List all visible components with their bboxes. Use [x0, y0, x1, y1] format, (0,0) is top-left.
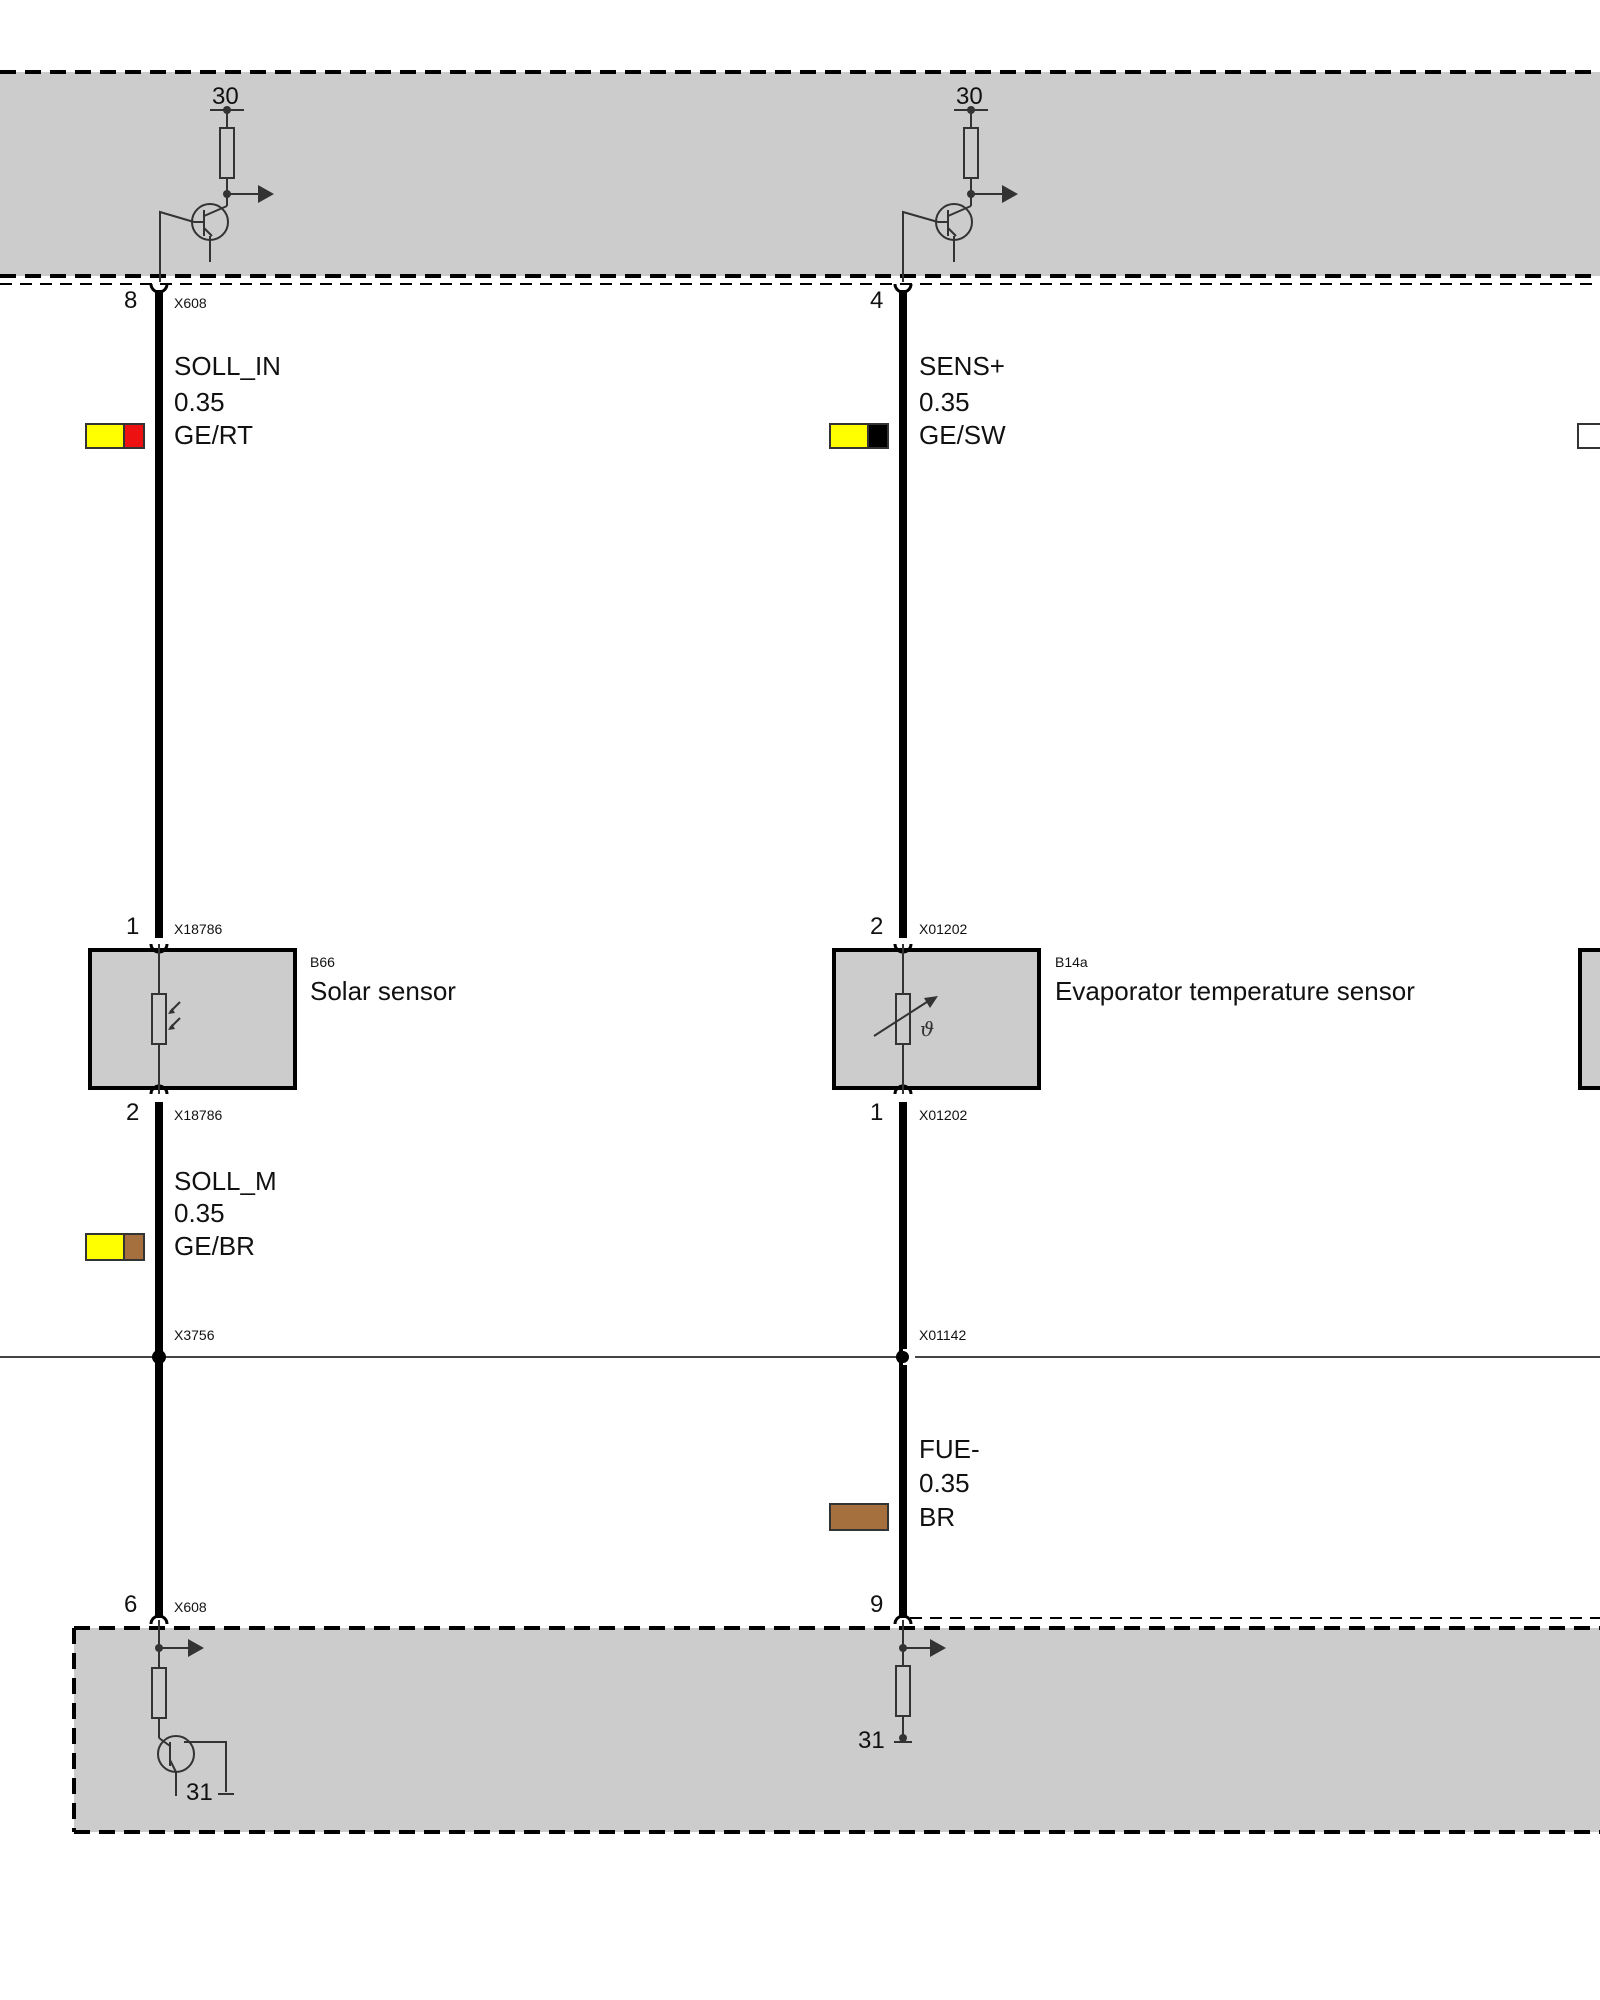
wire-color-swatch-primary	[829, 423, 871, 449]
signal-gauge: 0.35	[919, 387, 970, 417]
signal-gauge: 0.35	[174, 387, 225, 417]
signal2-gauge: 0.35	[174, 1198, 225, 1228]
evaporator-sensor-component: ϑ	[832, 943, 1041, 1095]
component-code: B66	[310, 954, 335, 970]
circuit-solar-sensor: 8 X608 SOLL_IN 0.35 GE/RT 1 X18786 B66 S…	[85, 283, 456, 1625]
pin-2: 2	[870, 913, 883, 940]
wire-color-swatch-brown	[829, 1503, 889, 1531]
pin-8: 8	[124, 287, 137, 314]
wire-color-swatch-stripe-2	[123, 1233, 145, 1261]
bottom-control-module: 31 31	[72, 1617, 1600, 1834]
transistor-driver-left: 30	[159, 83, 274, 282]
signal2-color-code: BR	[919, 1502, 955, 1532]
supply-terminal-right: 30	[956, 83, 983, 110]
ground-terminal-right: 31	[858, 1727, 885, 1754]
theta-symbol-icon: ϑ	[920, 1017, 934, 1041]
splice-x01142: X01142	[919, 1327, 966, 1343]
resistor-input-right: 31	[858, 1620, 946, 1754]
signal-color-code: GE/RT	[174, 420, 253, 450]
top-control-module: 30 30	[0, 70, 1600, 285]
component-code: B14a	[1055, 954, 1088, 970]
circuit-evaporator-sensor: 4 SENS+ 0.35 GE/SW 2 X01202 ϑ B14a Evapo…	[829, 283, 1415, 1625]
pin-1: 1	[870, 1099, 883, 1126]
component-name: Evaporator temperature sensor	[1055, 976, 1415, 1006]
supply-terminal-left: 30	[212, 83, 239, 110]
connector-x18786-top: X18786	[174, 921, 222, 937]
wire-color-swatch-stripe	[867, 423, 889, 449]
wire-color-swatch-stripe	[123, 423, 145, 449]
pin-1: 1	[126, 913, 139, 940]
signal2-gauge: 0.35	[919, 1468, 970, 1498]
signal2-name: SOLL_M	[174, 1166, 277, 1196]
splice-node-left	[152, 1350, 166, 1364]
connector-x01202-bottom: X01202	[919, 1107, 967, 1123]
pin-4: 4	[870, 287, 883, 314]
component-cutoff	[1578, 948, 1600, 1090]
transistor-input-left: 31	[151, 1620, 234, 1806]
bottom-module-housing	[74, 1628, 1600, 1832]
signal-name: SENS+	[919, 351, 1005, 381]
wire-color-swatch-primary-2	[85, 1233, 127, 1261]
splice-x3756: X3756	[174, 1327, 215, 1343]
pin-2: 2	[126, 1099, 139, 1126]
connector-x608-top: X608	[174, 295, 207, 311]
component-name: Solar sensor	[310, 976, 456, 1006]
transistor-driver-right: 30	[902, 83, 1018, 282]
signal-color-code: GE/SW	[919, 420, 1006, 450]
connector-x01202-top: X01202	[919, 921, 967, 937]
pin-6: 6	[124, 1591, 137, 1618]
connector-x18786-bottom: X18786	[174, 1107, 222, 1123]
wire-color-swatch-cutoff	[1577, 423, 1600, 449]
signal2-color-code: GE/BR	[174, 1231, 255, 1261]
top-module-housing	[0, 72, 1600, 276]
signal-name: SOLL_IN	[174, 351, 281, 381]
connector-x608-bottom: X608	[174, 1599, 207, 1615]
ground-terminal-left: 31	[186, 1779, 213, 1806]
pin-9: 9	[870, 1591, 883, 1618]
wire-color-swatch-primary	[85, 423, 127, 449]
signal2-name: FUE-	[919, 1434, 980, 1464]
solar-sensor-component	[88, 943, 297, 1095]
